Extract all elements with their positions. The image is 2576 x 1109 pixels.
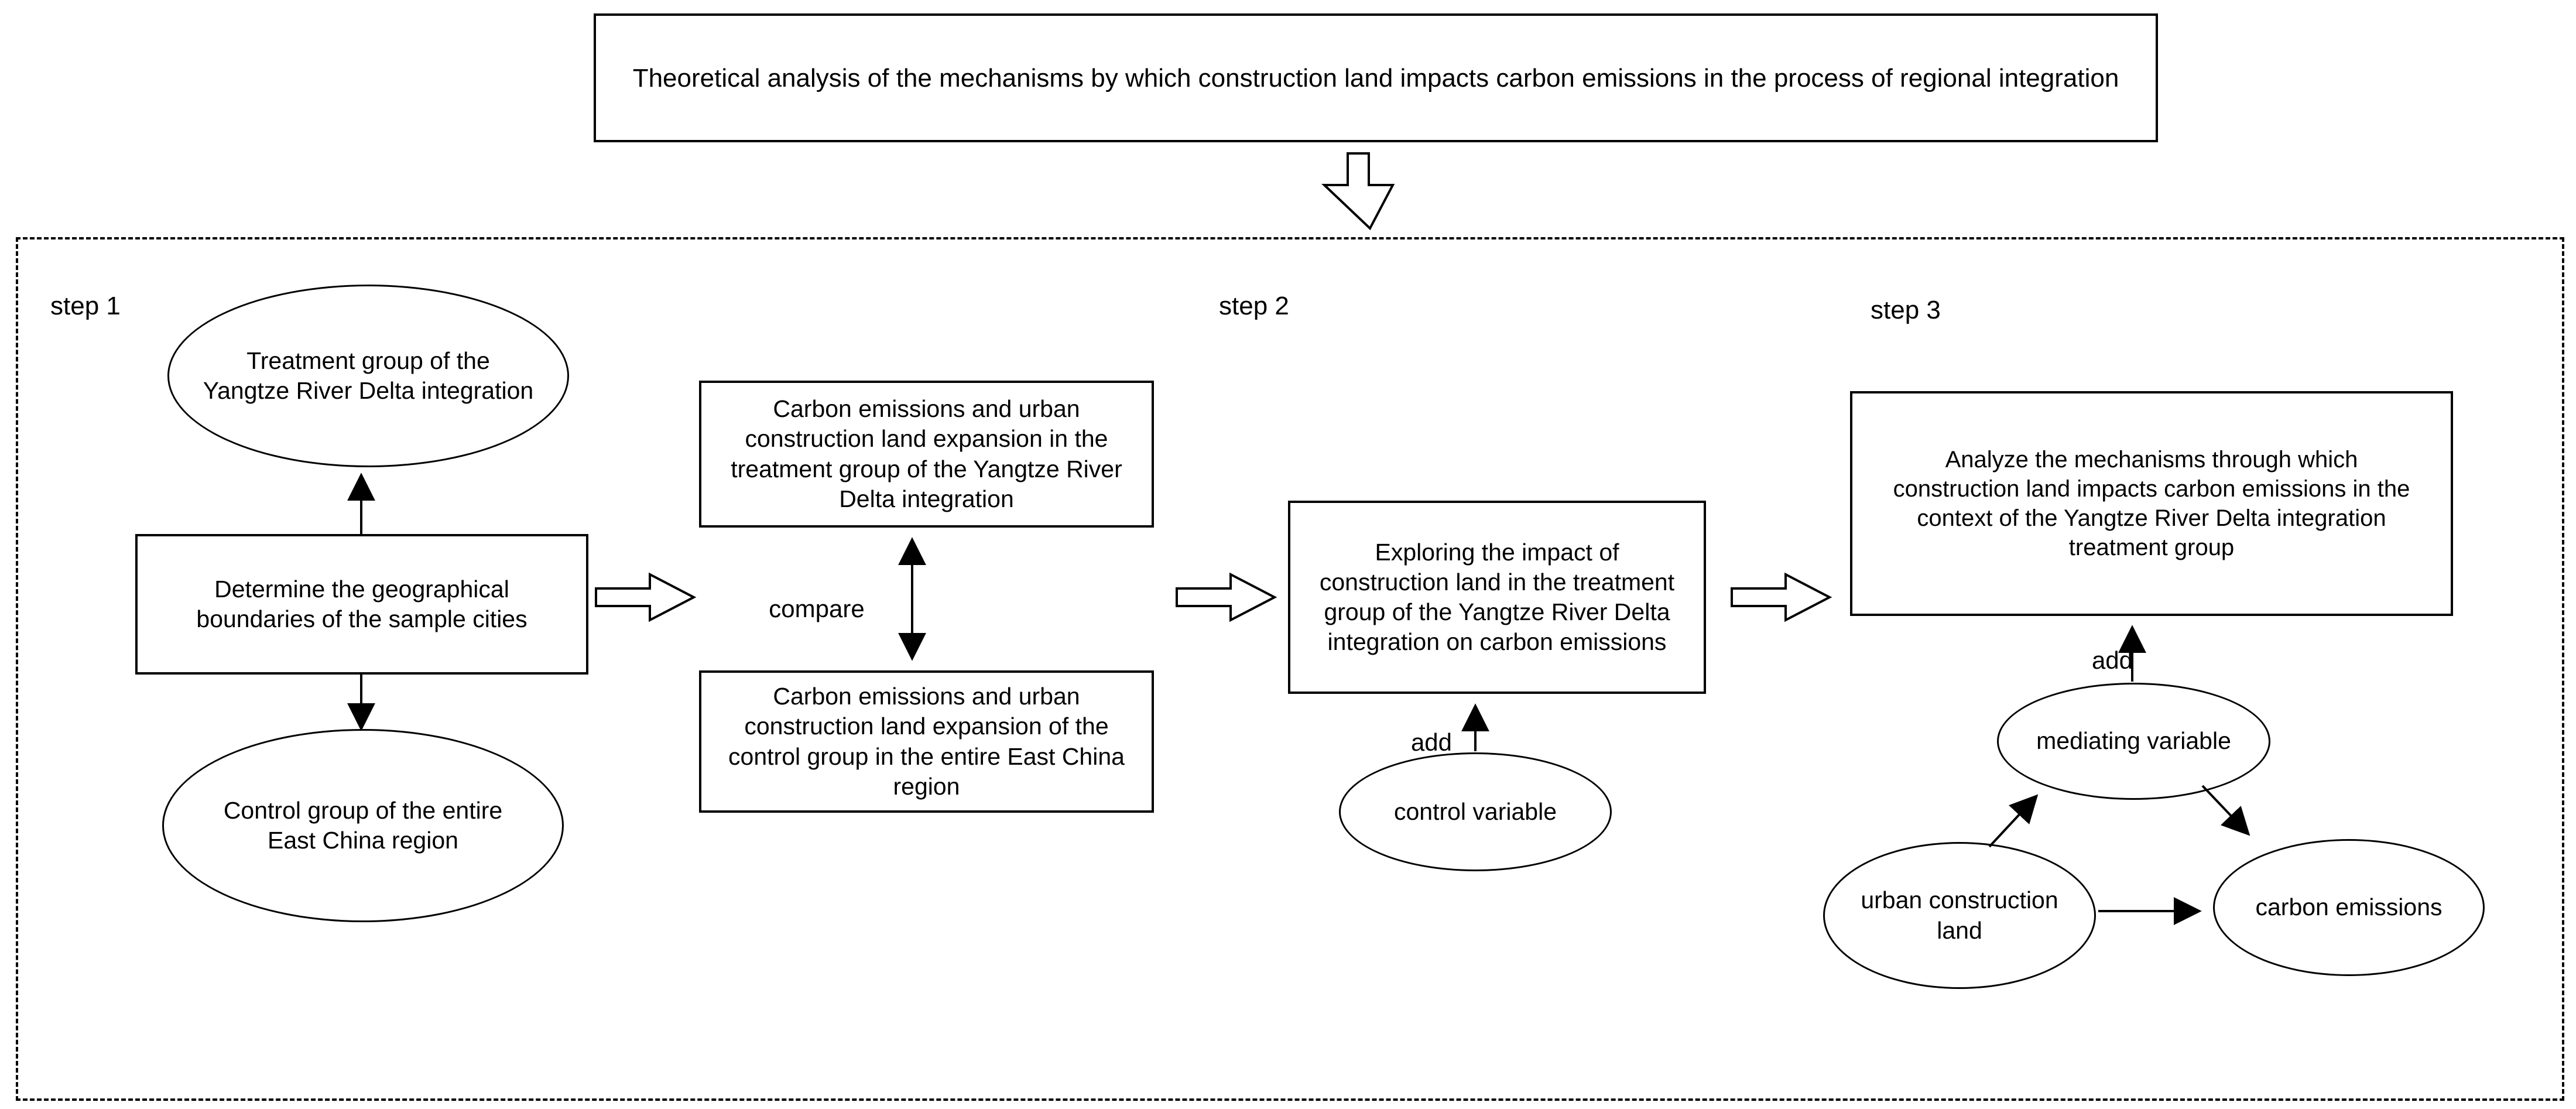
treatment-group-ellipse: Treatment group of the Yangtze River Del… (167, 285, 569, 467)
step3-label: step 3 (1871, 296, 1941, 324)
urban-construction-land-ellipse: urban construction land (1823, 842, 2096, 989)
add-label-step2: add (1410, 728, 1453, 756)
compare-label: compare (769, 595, 865, 622)
dashed-container (16, 237, 2564, 1101)
treatment-data-rect: Carbon emissions and urban construction … (699, 381, 1154, 528)
exploring-impact-rect: Exploring the impact of construction lan… (1288, 501, 1706, 694)
add-label-step3: add (2091, 646, 2133, 674)
mediating-variable-ellipse: mediating variable (1997, 683, 2270, 800)
control-group-ellipse: Control group of the entire East China r… (162, 729, 564, 922)
determine-boundaries-rect: Determine the geographical boundaries of… (135, 534, 588, 675)
carbon-emissions-ellipse: carbon emissions (2213, 839, 2485, 976)
analyze-mechanisms-rect: Analyze the mechanisms through which con… (1850, 391, 2453, 616)
step2-label: step 2 (1219, 292, 1289, 320)
step1-label: step 1 (50, 292, 121, 320)
control-variable-ellipse: control variable (1339, 752, 1612, 871)
down-block-arrow-icon (1321, 152, 1395, 231)
title-box: Theoretical analysis of the mechanisms b… (594, 13, 2158, 142)
control-data-rect: Carbon emissions and urban construction … (699, 670, 1154, 813)
